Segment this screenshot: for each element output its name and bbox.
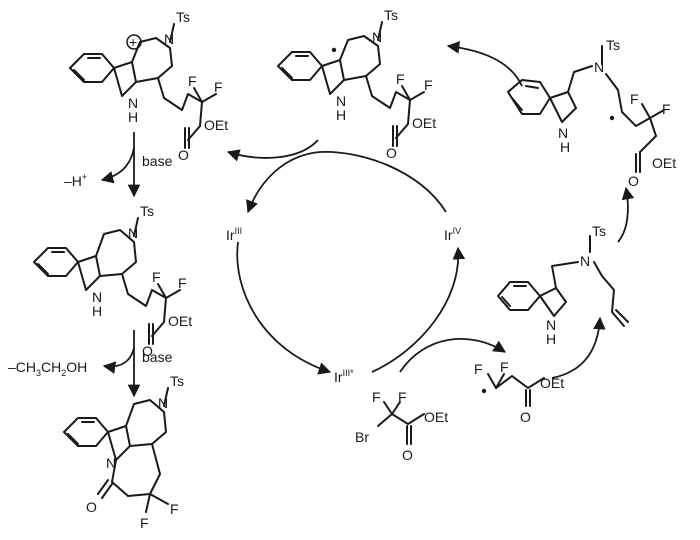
svg-text:F: F xyxy=(396,71,405,87)
cyclized-radical-intermediate: N Ts N H F F O OEt xyxy=(277,7,436,161)
difluoroalkyl-radical: F F O OEt xyxy=(474,359,564,425)
svg-text:N: N xyxy=(336,93,346,109)
svg-text:O: O xyxy=(86,499,97,515)
catalyst-ground-label: IrIII xyxy=(226,226,242,243)
svg-text:F: F xyxy=(214,79,223,95)
positive-charge-circle xyxy=(126,34,142,50)
deprotonation-step: base –H+ xyxy=(64,132,173,198)
svg-text:OEt: OEt xyxy=(168,313,192,329)
svg-text:N: N xyxy=(128,225,138,241)
svg-text:F: F xyxy=(662,101,671,117)
ethyl-bromodifluoroacetate: Br F F O OEt xyxy=(355,389,448,463)
svg-text:OEt: OEt xyxy=(204,117,228,133)
svg-text:OEt: OEt xyxy=(652,155,676,171)
svg-text:+: + xyxy=(129,34,137,50)
allyl-tryptamine-substrate: N Ts N H xyxy=(497,223,629,347)
svg-text:OEt: OEt xyxy=(424,409,448,425)
svg-text:F: F xyxy=(500,359,509,375)
svg-text:H: H xyxy=(546,331,556,347)
deprotonation-reagent: base xyxy=(142,153,173,169)
svg-text:N: N xyxy=(594,59,604,75)
cycle-arrow-left xyxy=(236,241,332,375)
proton-loss-curve xyxy=(100,147,135,184)
svg-text:OEt: OEt xyxy=(540,375,564,391)
svg-text:O: O xyxy=(520,409,531,425)
catalyst-oxidized-label: IrIV xyxy=(444,226,461,243)
svg-text:O: O xyxy=(628,173,639,189)
svg-text:N: N xyxy=(164,31,174,47)
svg-text:Ts: Ts xyxy=(592,223,606,239)
svg-text:Ts: Ts xyxy=(170,373,184,389)
svg-text:H: H xyxy=(336,107,346,123)
svg-text:Ts: Ts xyxy=(606,37,620,53)
lactamization-reagent: base xyxy=(142,349,173,365)
tetrahydro-carboline-ester: N Ts N H F F O OEt xyxy=(33,203,192,359)
svg-text:F: F xyxy=(188,73,197,89)
svg-text:N: N xyxy=(372,29,382,45)
svg-text:F: F xyxy=(178,275,187,291)
svg-text:N: N xyxy=(106,455,116,471)
arrow-bromide-to-radical xyxy=(399,338,507,373)
svg-text:F: F xyxy=(140,515,149,531)
svg-text:F: F xyxy=(630,91,639,107)
catalytic-cycle: IrIII IrIV IrIII* xyxy=(226,41,635,385)
svg-text:Ts: Ts xyxy=(140,203,154,219)
svg-text:N: N xyxy=(92,289,102,305)
arrow-to-iminium xyxy=(226,139,319,162)
svg-text:OEt: OEt xyxy=(412,115,436,131)
cycle-arrow-right xyxy=(371,246,466,373)
cycle-arrow-top xyxy=(246,151,447,214)
svg-text:F: F xyxy=(152,269,161,285)
svg-text:F: F xyxy=(170,501,179,517)
svg-text:N: N xyxy=(558,125,568,141)
svg-text:Br: Br xyxy=(355,429,369,445)
svg-text:O: O xyxy=(402,447,413,463)
lactamization-step: base –CH3CH2OH xyxy=(8,330,173,398)
svg-text:N: N xyxy=(580,253,590,269)
svg-text:F: F xyxy=(424,77,433,93)
arrow-radical-to-alkene xyxy=(551,316,606,379)
svg-text:N: N xyxy=(546,317,556,333)
svg-text:F: F xyxy=(398,389,407,405)
svg-text:F: F xyxy=(474,361,483,377)
svg-text:N: N xyxy=(158,395,168,411)
ethanol-loss-label: –CH3CH2OH xyxy=(8,359,87,378)
svg-text:O: O xyxy=(386,145,397,161)
svg-text:F: F xyxy=(372,389,381,405)
tetracyclic-lactam-product: N Ts N O F F xyxy=(63,373,184,531)
svg-text:Ts: Ts xyxy=(176,9,190,25)
arrow-adduct-to-cyclized xyxy=(446,41,523,87)
svg-text:Ts: Ts xyxy=(384,7,398,23)
iminium-cation-intermediate: + N Ts N H F F O OEt xyxy=(69,9,228,163)
svg-text:N: N xyxy=(128,95,138,111)
svg-text:H: H xyxy=(560,139,570,155)
proton-loss-label: –H+ xyxy=(64,172,87,189)
svg-text:O: O xyxy=(142,343,153,359)
ethanol-loss-curve xyxy=(102,347,135,374)
svg-text:H: H xyxy=(128,109,138,125)
radical-adduct: N Ts N H F F O OEt xyxy=(507,37,676,189)
svg-text:H: H xyxy=(92,303,102,319)
svg-text:O: O xyxy=(178,147,189,163)
catalyst-excited-label: IrIII* xyxy=(334,368,354,385)
arrow-alkene-to-adduct xyxy=(617,186,635,243)
